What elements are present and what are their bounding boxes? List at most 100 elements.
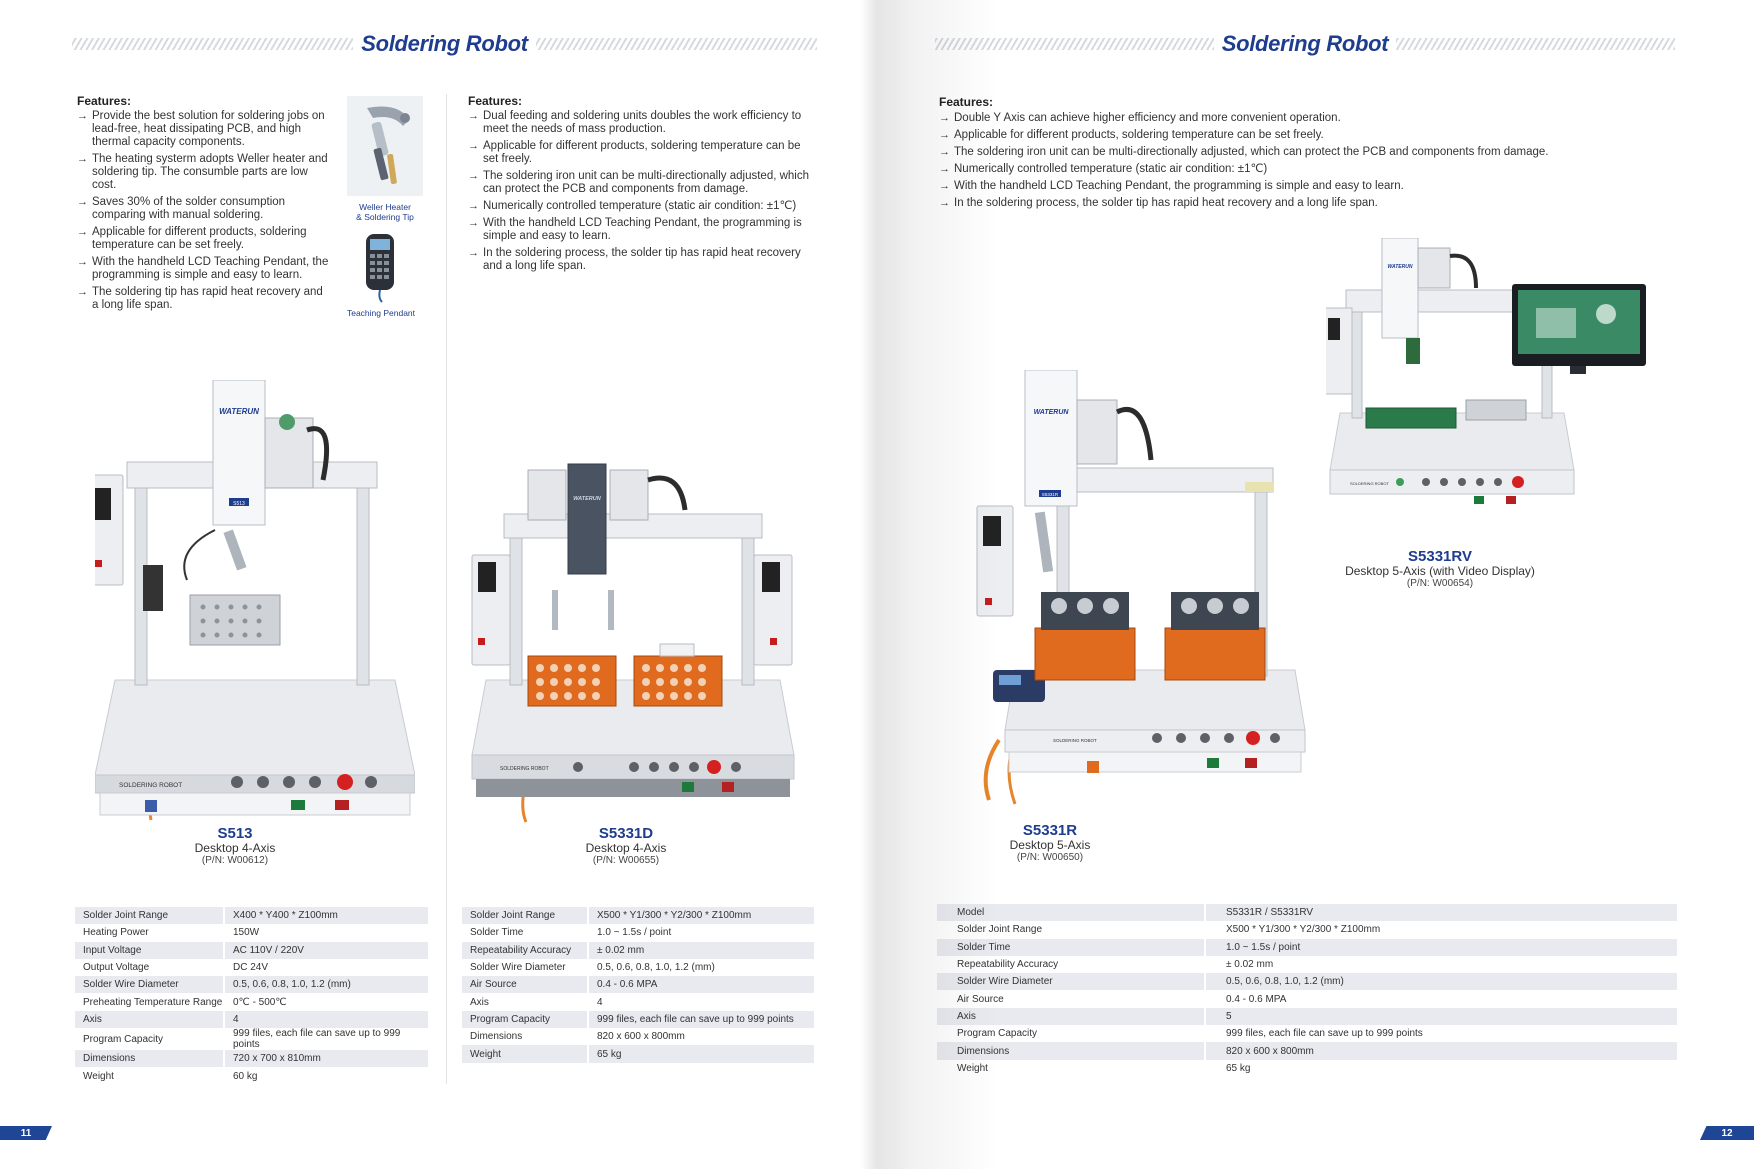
header-hatch-left-r: [935, 38, 1214, 50]
spec-value: 0.4 - 0.6 MPA: [588, 976, 814, 994]
feature-item: → The heating systerm adopts Weller heate…: [77, 153, 332, 192]
spec-value: 0.5, 0.6, 0.8, 1.0, 1.2 (mm): [224, 976, 428, 994]
spec-value: 1.0 ~ 1.5s / point: [597, 927, 672, 939]
spec-key: Solder Time: [462, 924, 589, 942]
teaching-pendant-image: [360, 232, 400, 304]
spec-value: DC 24V: [233, 962, 269, 974]
feature-text: The heating systerm adopts Weller heater…: [92, 153, 328, 191]
features-list-s5331d: → Dual feeding and soldering units double…: [468, 110, 818, 277]
feature-item: →Applicable for different products, sold…: [939, 129, 1659, 142]
arrow-right-icon: →: [468, 110, 479, 122]
spec-value: 999 files, each file can save up to 999 …: [1226, 1028, 1423, 1040]
spec-value: 5: [1205, 1007, 1677, 1026]
feature-text: Dual feeding and soldering units doubles…: [483, 110, 802, 135]
page-title-right: Soldering Robot: [1221, 31, 1389, 56]
spec-value: 999 files, each file can save up to 999 …: [233, 1028, 401, 1051]
s513-description: Desktop 4-Axis: [194, 841, 276, 855]
feature-text: With the handheld LCD Teaching Pendant, …: [483, 217, 802, 242]
page-number-right: 12: [1700, 1126, 1754, 1140]
feature-item: →Numerically controlled temperature (sta…: [468, 200, 818, 213]
spec-row: Repeatability Accuracy± 0.02 mm: [462, 941, 814, 959]
weller-heater-caption: Weller Heater & Soldering Tip: [338, 202, 432, 222]
spec-key: Solder Wire Diameter: [937, 973, 1206, 991]
arrow-right-icon: →: [468, 170, 479, 182]
s5331d-machine-label: SOLDERING ROBOT: [500, 766, 549, 772]
s5331r-machine-image: WATERUN S5331R: [975, 370, 1319, 808]
s513-machine-label: SOLDERING ROBOT: [119, 782, 182, 789]
spec-key: Repeatability Accuracy: [937, 955, 1206, 974]
feature-item: → The soldering iron unit can be multi-di…: [468, 170, 818, 196]
spec-value: 0.5, 0.6, 0.8, 1.0, 1.2 (mm): [597, 962, 715, 974]
s5331d-caption: S5331D Desktop 4-Axis (P/N: W00655): [541, 825, 711, 866]
spec-value: 820 x 600 x 800mm: [597, 1031, 685, 1043]
spec-key: Solder Wire Diameter: [462, 958, 589, 977]
spec-value: 4: [597, 996, 603, 1008]
page-header-right: Soldering Robot: [935, 27, 1675, 61]
s513-machine-image: WATERUN S513: [95, 380, 415, 825]
s513-caption: S513 Desktop 4-Axis (P/N: W00612): [150, 825, 320, 866]
feature-text: Applicable for different products, solde…: [483, 140, 801, 165]
feature-item: →Double Y Axis can achieve higher effici…: [939, 112, 1659, 125]
spec-row: Repeatability Accuracy ± 0.02 mm: [937, 955, 1677, 974]
arrow-right-icon: →: [77, 153, 88, 165]
spec-value: ± 0.02 mm: [1226, 959, 1274, 971]
feature-text: The soldering iron unit can be multi-dir…: [483, 170, 810, 195]
s5331r-description: Desktop 5-Axis: [1009, 838, 1091, 852]
feature-item: →In the soldering process, the solder ti…: [468, 247, 818, 273]
spec-value: 65 kg: [588, 1045, 814, 1063]
s513-brand-label: WATERUN: [219, 407, 259, 416]
spec-value: X500 * Y1/300 * Y2/300 * Z100mm: [588, 907, 814, 925]
feature-item: → Dual feeding and soldering units double…: [468, 110, 818, 136]
arrow-right-icon: →: [77, 286, 88, 298]
arrow-right-icon: →: [77, 226, 88, 238]
spec-key: Dimensions: [75, 1050, 225, 1068]
spec-value: ± 0.02 mm: [588, 941, 814, 959]
spec-value: 820 x 600 x 800mm: [1205, 1042, 1677, 1060]
s5331rv-caption: S5331RV Desktop 5-Axis (with Video Displ…: [1325, 548, 1555, 589]
feature-item: →In the soldering process, the solder ti…: [939, 197, 1659, 210]
spec-key: Dimensions: [462, 1028, 589, 1046]
feature-item: →Applicable for different products, sold…: [77, 226, 332, 252]
arrow-right-icon: →: [77, 110, 88, 122]
spec-key: Solder Time: [937, 938, 1206, 956]
page-title-left: Soldering Robot: [361, 31, 528, 56]
feature-item: →Numerically controlled temperature (sta…: [939, 163, 1659, 176]
teaching-pendant-caption: Teaching Pendant: [338, 308, 424, 318]
arrow-right-icon: →: [468, 200, 479, 212]
header-hatch-right-r: [1396, 38, 1675, 50]
arrow-right-icon: →: [468, 217, 479, 229]
column-divider: [446, 94, 447, 1084]
page-number-left: 11: [0, 1126, 52, 1140]
arrow-right-icon: →: [939, 180, 950, 192]
arrow-right-icon: →: [77, 256, 88, 268]
spec-row: Solder Wire Diameter 0.5, 0.6, 0.8, 1.0, …: [462, 958, 814, 977]
arrow-right-icon: →: [939, 146, 950, 158]
spec-row: Dimensions 820 x 600 x 800mm: [462, 1028, 814, 1046]
s5331r-machine-label: SOLDERING ROBOT: [1053, 738, 1097, 743]
spec-key: Program Capacity: [937, 1025, 1206, 1043]
arrow-right-icon: →: [468, 247, 479, 259]
spec-value: 1.0 ~ 1.5s / point: [1205, 938, 1677, 956]
s5331rv-machine-image: WATERUN SOLDERING ROBOT: [1326, 238, 1648, 528]
page-left: Soldering Robot Features: →Provide the b…: [0, 31, 818, 1140]
spec-key: Preheating Temperature Range: [75, 993, 225, 1011]
arrow-right-icon: →: [939, 129, 950, 141]
feature-text: Saves 30% of the solder consumption comp…: [92, 196, 286, 221]
spec-value: 0.5, 0.6, 0.8, 1.0, 1.2 (mm): [1205, 973, 1677, 991]
features-list-right: →Double Y Axis can achieve higher effici…: [939, 112, 1659, 214]
s513-part-number: (P/N: W00612): [201, 855, 269, 866]
feature-item: → With the handheld LCD Teaching Pendant,…: [468, 217, 818, 243]
